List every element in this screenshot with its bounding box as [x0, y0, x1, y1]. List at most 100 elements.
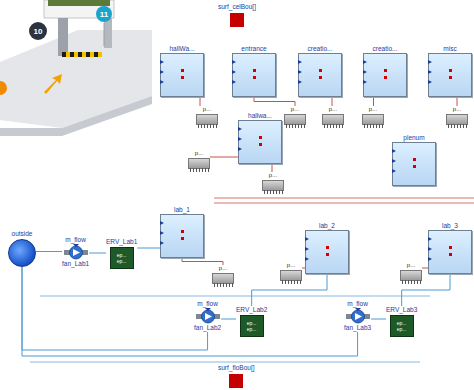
room-node: lab_1 — [160, 206, 204, 258]
surface-tooth — [223, 283, 224, 287]
erv-box: ep...ep... — [240, 315, 264, 337]
input-connector — [238, 147, 242, 151]
erv-box: ep...ep... — [110, 247, 134, 269]
surface-tooth — [289, 124, 290, 128]
boundary-circle — [8, 239, 36, 267]
heat-port-dot — [319, 76, 322, 79]
pblock-node: p... — [212, 265, 234, 284]
heat-port-dot — [181, 76, 184, 79]
input-connector — [428, 60, 432, 64]
room-volume — [232, 53, 276, 97]
leader-line — [104, 23, 105, 46]
surface-tooth — [199, 168, 200, 172]
input-connector — [232, 80, 236, 84]
surface-tooth — [220, 283, 221, 287]
input-connector — [305, 237, 309, 241]
surface-tooth — [210, 124, 211, 128]
pblock-node: p... — [262, 172, 284, 191]
input-connector — [160, 221, 164, 225]
component-name: p... — [269, 172, 277, 179]
surface-tooth — [382, 124, 383, 128]
heat-connector — [457, 97, 458, 106]
heat-port-dot — [259, 136, 262, 139]
heat-connector — [182, 258, 223, 265]
parameter-text: ep... — [247, 320, 257, 326]
component-name: outside — [12, 230, 33, 238]
surface-tooth — [463, 124, 464, 128]
component-name: p... — [287, 262, 295, 269]
port-name: surf_celBou[] — [218, 3, 256, 11]
surface-block — [284, 114, 306, 125]
fan-symbol — [64, 244, 88, 260]
heat-port-dot — [326, 253, 329, 256]
surface-tooth — [466, 124, 467, 128]
room-node: misc — [428, 45, 472, 97]
portBottom-node: surf_floBou[] — [218, 364, 255, 388]
surface-tooth — [288, 280, 289, 284]
input-connector — [392, 169, 396, 173]
floor-edge — [0, 96, 152, 136]
surface-tooth — [207, 124, 208, 128]
surface-tooth — [291, 280, 292, 284]
surface-tooth — [460, 124, 461, 128]
fluid-wire — [30, 362, 420, 363]
room-volume — [363, 53, 407, 97]
surface-tooth — [229, 283, 230, 287]
component-name: lab_3 — [442, 222, 458, 230]
component-name: p... — [291, 106, 299, 113]
pblock-node: p... — [188, 150, 210, 169]
heat-port-dot — [319, 69, 322, 72]
hazard-bar — [62, 52, 102, 57]
pblock-node: p... — [446, 106, 468, 125]
surface-tooth — [414, 280, 415, 284]
input-connector — [160, 231, 164, 235]
surface-block — [212, 273, 234, 284]
input-connector — [305, 257, 309, 261]
surface-tooth — [198, 124, 199, 128]
component-name: plenum — [403, 134, 424, 142]
fluid-connector — [137, 248, 160, 249]
surface-tooth — [342, 124, 343, 128]
heat-port-dot — [449, 69, 452, 72]
room-node: creatio... — [363, 45, 407, 97]
surface-tooth — [327, 124, 328, 128]
pillar — [104, 18, 112, 48]
parameter-text: ep... — [117, 258, 127, 264]
input-connector — [232, 70, 236, 74]
fluid-connector — [22, 267, 208, 350]
component-name: p... — [329, 106, 337, 113]
surface-tooth — [270, 190, 271, 194]
heat-port-dot — [449, 246, 452, 249]
surface-tooth — [286, 124, 287, 128]
component-name: ERV_Lab3 — [386, 306, 417, 314]
surface-tooth — [379, 124, 380, 128]
erv-node: ERV_Lab3ep...ep... — [386, 306, 417, 337]
input-connector — [428, 70, 432, 74]
surface-tooth — [408, 280, 409, 284]
room-node: hallWa... — [160, 45, 204, 97]
callout-number: 10 — [29, 22, 47, 40]
fluid-connector — [36, 251, 62, 252]
surface-block — [196, 114, 218, 125]
heat-port-dot — [253, 69, 256, 72]
input-connector — [160, 241, 164, 245]
surface-block — [262, 180, 284, 191]
surface-tooth — [298, 124, 299, 128]
parameter-text: ep... — [247, 326, 257, 332]
callout-number: 11 — [96, 6, 112, 22]
fluid-connector — [221, 319, 236, 320]
heat-connector — [373, 97, 374, 106]
surface-block — [400, 270, 422, 281]
surface-tooth — [420, 280, 421, 284]
heat-port-dot — [384, 69, 387, 72]
input-connector — [160, 60, 164, 64]
component-name: p... — [203, 106, 211, 113]
surface-tooth — [208, 168, 209, 172]
signal-name: m_flow — [65, 236, 86, 244]
surface-tooth — [376, 124, 377, 128]
input-connector — [428, 80, 432, 84]
surface-tooth — [411, 280, 412, 284]
heat-port-dot — [181, 69, 184, 72]
heat-port-dot — [181, 237, 184, 240]
heat-port-dot — [413, 165, 416, 168]
